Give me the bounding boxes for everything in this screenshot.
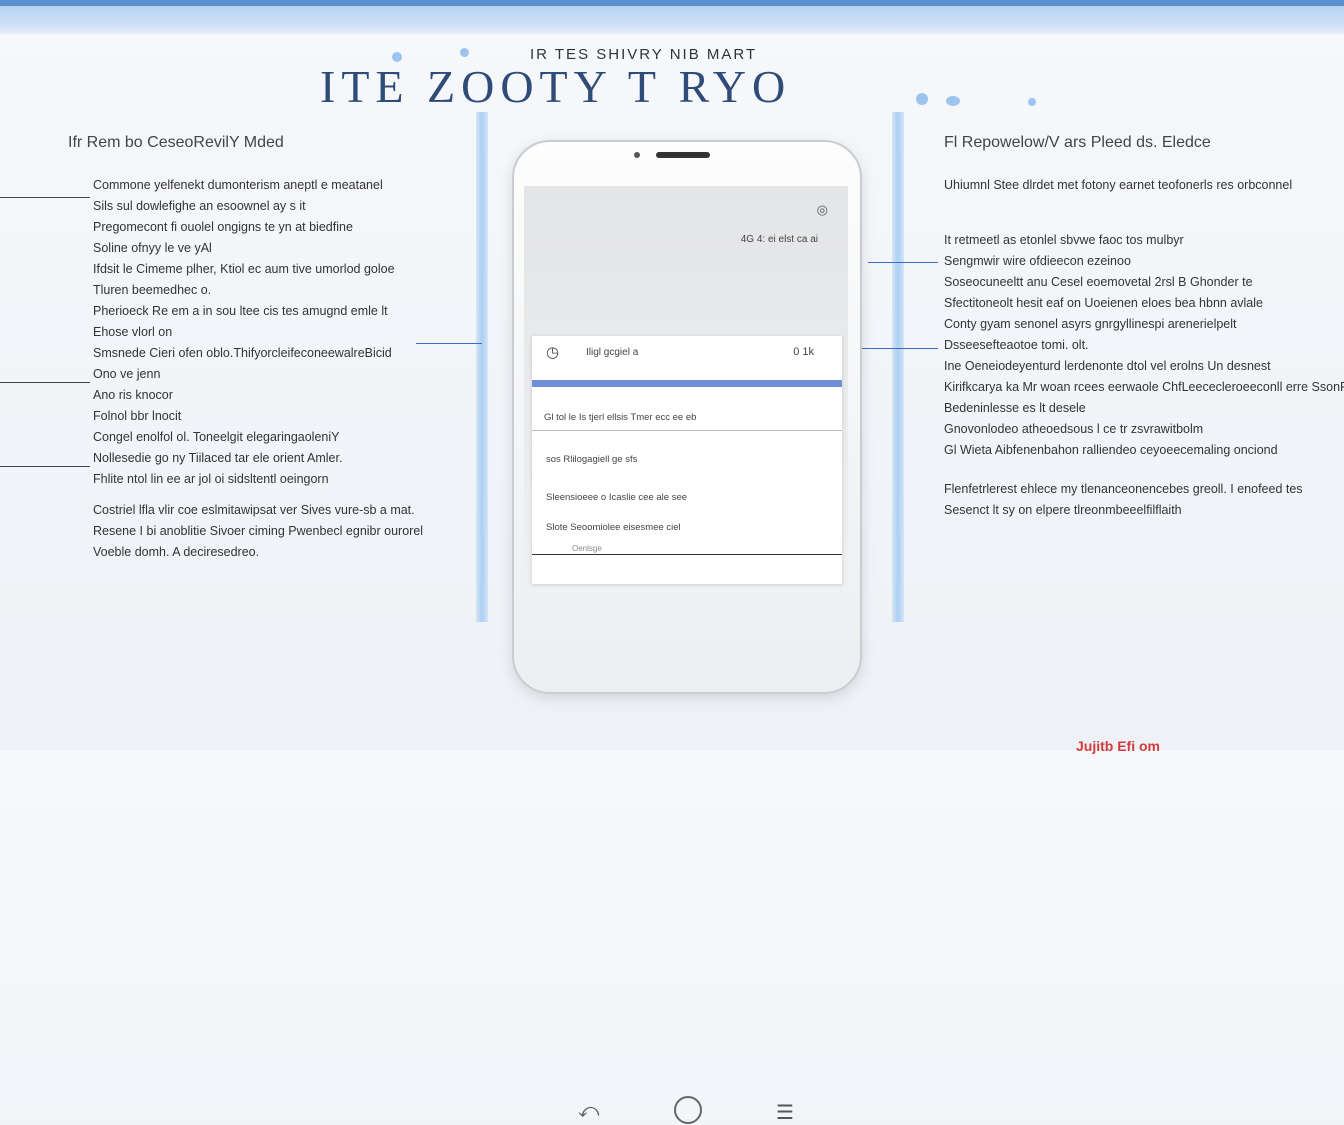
right-panel-line: Gnovonlodeo atheoedsous l ce tr zsvrawit… xyxy=(944,422,1204,436)
connector-bar-right xyxy=(892,112,904,622)
decorative-dot xyxy=(916,93,928,105)
right-panel-line: Sengmwir wire ofdieecon ezeinoo xyxy=(944,254,1131,268)
right-panel-line: Dsseesefteaotoe tomi. olt. xyxy=(944,338,1089,352)
decorative-dot xyxy=(946,96,960,106)
left-panel-line: Pregomecont fi ouolel ongigns te yn at b… xyxy=(93,220,353,234)
right-panel-line: Gl Wieta Aibfenenbahon ralliendeo ceyoee… xyxy=(944,443,1278,457)
left-panel-line: Soline ofnyy le ve yAl xyxy=(93,241,212,255)
list-item[interactable]: Slote Seoomiolee eisesmee ciel xyxy=(546,522,681,533)
right-panel-line: Kirifkcarya ka Mr woan rcees eerwaole Ch… xyxy=(944,380,1344,394)
camera-icon xyxy=(634,152,640,158)
right-panel-line: Bedeninlesse es lt desele xyxy=(944,401,1086,415)
left-panel-line: Ono ve jenn xyxy=(93,367,161,381)
left-panel-line: Congel enolfol ol. Toneelgit elegaringao… xyxy=(93,430,340,444)
right-panel-line: Sesenct lt sy on elpere tlreonmbeeelfilf… xyxy=(944,503,1182,517)
left-panel-line: Nollesedie go ny Tiilaced tar ele orient… xyxy=(93,451,343,465)
left-panel-line: Smsnede Cieri ofen oblo.Thifyorcleifecon… xyxy=(93,346,392,360)
tab-row[interactable]: Gl tol le Is tjerl ellsis Tmer ecc ee eb xyxy=(544,412,697,423)
right-panel-line: Ine Oeneiodeyenturd lerdenonte dtol vel … xyxy=(944,359,1271,373)
clock-icon: ◷ xyxy=(546,344,560,361)
phone-mockup: ◎ 4G 4: ei elst ca ai ◷ Iligl gcgiel a 0… xyxy=(512,140,862,1124)
list-item[interactable]: Sleensioeee o Icaslie cee ale see xyxy=(546,492,688,503)
left-panel-line: Folnol bbr lnocit xyxy=(93,409,182,423)
left-panel-line: Fhlite ntol lin ee ar jol oi sidsltentl … xyxy=(93,472,329,486)
divider xyxy=(532,554,842,555)
right-panel-line: Conty gyam senonel asyrs gnrgyllinespi a… xyxy=(944,317,1237,331)
menu-icon[interactable]: ☰ xyxy=(776,1102,794,1124)
page-title: ITE ZOOTY T RYO xyxy=(320,61,792,112)
decorative-dot xyxy=(460,48,469,57)
right-panel-line: Sfectitoneolt hesit eaf on Uoeienen eloe… xyxy=(944,296,1263,310)
left-panel-heading: Ifr Rem bo CeseoRevilY Mded xyxy=(68,134,284,151)
right-panel-heading: Fl Repowelow/V ars Pleed ds. Eledce xyxy=(944,134,1211,151)
connector-line xyxy=(0,197,90,198)
right-panel-line: Soseocuneeltt anu Cesel eoemovetal 2rsl … xyxy=(944,275,1253,289)
connector-line xyxy=(786,348,938,349)
left-panel-line: Ifdsit le Cimeme plher, Ktiol ec aum tiv… xyxy=(93,262,395,276)
left-panel-line: Commone yelfenekt dumonterism aneptl e m… xyxy=(93,178,383,192)
status-icon: ◎ xyxy=(816,202,828,217)
left-panel-line: Tluren beemedhec o. xyxy=(93,283,212,297)
right-panel-line: Flenfetrlerest ehlece my tlenanceonenceb… xyxy=(944,482,1303,496)
connector-line xyxy=(868,262,938,263)
watermark: Jujitb Efi om xyxy=(1076,738,1160,754)
status-text: 4G 4: ei elst ca ai xyxy=(740,234,818,245)
app-card: ◷ Iligl gcgiel a 0 1k Gl tol le Is tjerl… xyxy=(532,336,842,584)
left-panel-line: Pherioeck Re em a in sou ltee cis tes am… xyxy=(93,304,388,318)
left-panel-line: Sils sul dowlefighe an esoownel ay s it xyxy=(93,199,306,213)
search-right-text: 0 1k xyxy=(793,346,814,358)
top-banner xyxy=(0,0,1344,34)
connector-line xyxy=(416,343,482,344)
connector-line xyxy=(0,382,90,383)
connector-bar-left xyxy=(476,112,488,622)
list-item[interactable]: sos Rlilogagiell ge sfs xyxy=(546,454,638,465)
decorative-dot xyxy=(1028,98,1036,106)
left-panel-line: Resene I bi anoblitie Sivoer ciming Pwen… xyxy=(93,524,424,538)
page-subtitle: IR TES SHIVRY NIB MART xyxy=(530,46,758,63)
decorative-dot xyxy=(392,52,402,62)
home-button-icon[interactable] xyxy=(674,1096,702,1124)
right-panel-line: Uhiumnl Stee dlrdet met fotony earnet te… xyxy=(944,178,1293,192)
footer-text: Oenlsge xyxy=(572,544,602,553)
search-bar[interactable]: ◷ Iligl gcgiel a 0 1k xyxy=(532,336,842,372)
speaker-grille xyxy=(656,152,710,158)
phone-screen: ◎ 4G 4: ei elst ca ai ◷ Iligl gcgiel a 0… xyxy=(524,186,848,586)
connector-line xyxy=(0,466,90,467)
left-panel-line: Ehose vlorl on xyxy=(93,325,173,339)
left-panel-line: Costriel lfla vlir coe eslmitawipsat ver… xyxy=(93,503,415,517)
left-panel-line: Voeble domh. A deciresedreo. xyxy=(93,545,260,559)
search-label: Iligl gcgiel a xyxy=(586,347,639,358)
phone-nav-bar: ⤺ ☰ xyxy=(514,612,860,1124)
back-icon[interactable]: ⤺ xyxy=(578,1100,600,1122)
right-panel-line: It retmeetl as etonlel sbvwe faoc tos mu… xyxy=(944,233,1184,247)
left-feature-panel: Ifr Rem bo CeseoRevilY Mded Commone yelf… xyxy=(68,132,424,563)
right-feature-panel: Fl Repowelow/V ars Pleed ds. Eledce Uhiu… xyxy=(944,132,1344,521)
divider xyxy=(532,430,842,431)
progress-accent-bar xyxy=(532,380,842,387)
left-panel-line: Ano ris knocor xyxy=(93,388,173,402)
